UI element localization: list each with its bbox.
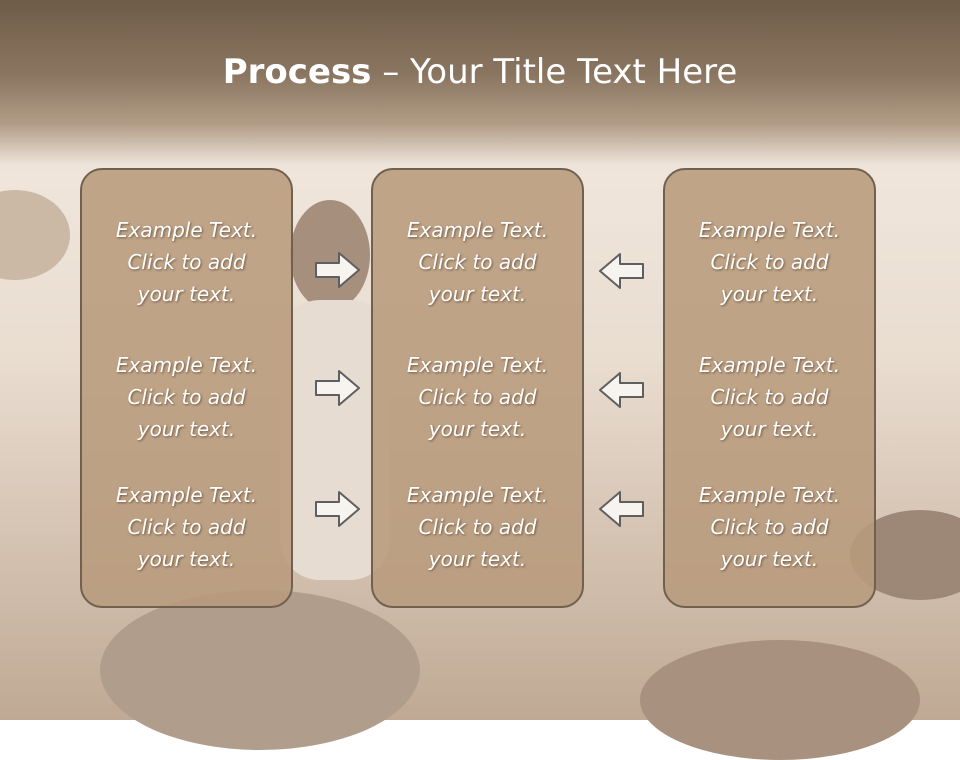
text-line: Click to add	[127, 250, 246, 274]
background-rock-bottom-right	[640, 640, 920, 760]
arrow-right-icon	[315, 370, 360, 406]
text-line: Click to add	[710, 385, 829, 409]
text-line: your text.	[137, 417, 236, 441]
arrow-left-icon	[599, 253, 644, 289]
text-line: Click to add	[710, 250, 829, 274]
text-line: Click to add	[418, 515, 537, 539]
text-line: your text.	[137, 547, 236, 571]
text-line: Example Text.	[115, 353, 258, 377]
text-line: Example Text.	[115, 218, 258, 242]
text-line: your text.	[720, 417, 819, 441]
text-line: your text.	[137, 282, 236, 306]
text-placeholder[interactable]: Example Text. Click to add your text.	[665, 479, 874, 575]
process-box-left[interactable]: Example Text. Click to add your text. Ex…	[80, 168, 293, 608]
text-placeholder[interactable]: Example Text. Click to add your text.	[373, 479, 582, 575]
text-placeholder[interactable]: Example Text. Click to add your text.	[82, 214, 291, 310]
text-placeholder[interactable]: Example Text. Click to add your text.	[373, 349, 582, 445]
text-placeholder[interactable]: Example Text. Click to add your text.	[82, 479, 291, 575]
text-placeholder[interactable]: Example Text. Click to add your text.	[82, 349, 291, 445]
text-line: Example Text.	[115, 483, 258, 507]
title-rest: – Your Title Text Here	[371, 52, 738, 92]
text-line: your text.	[428, 282, 527, 306]
arrow-right-icon	[315, 491, 360, 527]
text-line: Example Text.	[698, 483, 841, 507]
text-line: Click to add	[418, 385, 537, 409]
text-line: Click to add	[127, 385, 246, 409]
arrow-left-icon	[599, 491, 644, 527]
title-band	[0, 0, 960, 165]
text-line: Example Text.	[406, 218, 549, 242]
text-placeholder[interactable]: Example Text. Click to add your text.	[665, 349, 874, 445]
process-box-center[interactable]: Example Text. Click to add your text. Ex…	[371, 168, 584, 608]
background-rock	[0, 190, 70, 280]
text-line: Click to add	[710, 515, 829, 539]
text-line: Click to add	[127, 515, 246, 539]
text-line: your text.	[720, 282, 819, 306]
text-placeholder[interactable]: Example Text. Click to add your text.	[665, 214, 874, 310]
text-line: Click to add	[418, 250, 537, 274]
text-line: Example Text.	[406, 483, 549, 507]
process-box-right[interactable]: Example Text. Click to add your text. Ex…	[663, 168, 876, 608]
slide-title: Process – Your Title Text Here	[0, 52, 960, 92]
text-line: your text.	[720, 547, 819, 571]
arrow-right-icon	[315, 252, 360, 288]
text-line: Example Text.	[406, 353, 549, 377]
title-bold: Process	[222, 52, 372, 92]
text-line: your text.	[428, 547, 527, 571]
text-placeholder[interactable]: Example Text. Click to add your text.	[373, 214, 582, 310]
background-figure-head	[290, 200, 370, 310]
background-rock-bottom	[100, 590, 420, 750]
arrow-left-icon	[599, 372, 644, 408]
text-line: your text.	[428, 417, 527, 441]
text-line: Example Text.	[698, 218, 841, 242]
text-line: Example Text.	[698, 353, 841, 377]
